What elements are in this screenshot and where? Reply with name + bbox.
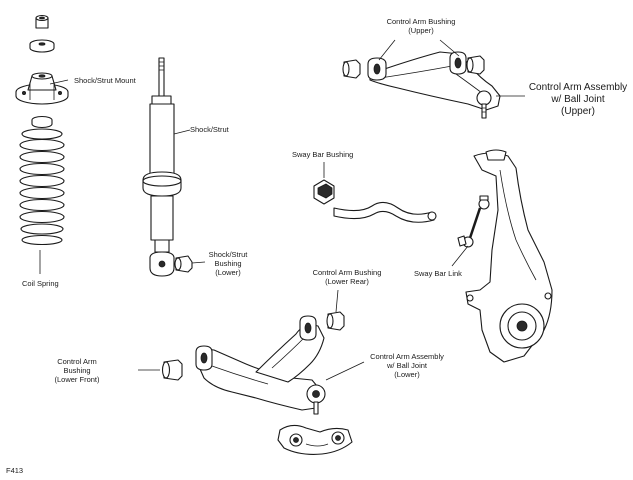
label-control-arm-bushing-upper: Control Arm Bushing (Upper) bbox=[378, 17, 464, 35]
shock-strut-bushing-lower bbox=[174, 255, 193, 273]
sway-bar-link bbox=[457, 195, 490, 248]
label-shock-strut-mount: Shock/Strut Mount bbox=[74, 76, 136, 85]
label-line: Control Arm Bushing bbox=[386, 17, 456, 26]
shock-strut bbox=[142, 57, 182, 277]
label-line: (Lower Rear) bbox=[325, 277, 369, 286]
label-coil-spring: Coil Spring bbox=[22, 279, 59, 288]
sway-bar-bushing bbox=[313, 179, 335, 205]
sway-bar bbox=[333, 201, 437, 223]
label-control-arm-assembly-lower: Control Arm Assembly w/ Ball Joint (Lowe… bbox=[364, 352, 450, 379]
label-line: Bushing bbox=[214, 259, 242, 268]
shock-strut-mount bbox=[15, 72, 69, 105]
label-line: Bushing bbox=[63, 366, 91, 375]
control-arm-lower bbox=[195, 315, 326, 415]
label-shock-strut: Shock/Strut bbox=[190, 125, 229, 134]
figure-code: F413 bbox=[6, 466, 24, 475]
label-line: Control Arm Assembly bbox=[370, 352, 444, 361]
label-line: (Lower) bbox=[394, 370, 420, 379]
label-line: w/ Ball Joint bbox=[386, 361, 428, 370]
label-line: Control Arm Bushing bbox=[312, 268, 382, 277]
leader-lines bbox=[39, 39, 525, 381]
label-control-arm-bushing-lower-rear: Control Arm Bushing (Lower Rear) bbox=[304, 268, 390, 286]
strut-top-nut bbox=[35, 14, 49, 29]
label-shock-strut-bushing-lower: Shock/Strut Bushing (Lower) bbox=[204, 250, 252, 277]
label-sway-bar-link: Sway Bar Link bbox=[414, 269, 462, 278]
label-line: (Lower) bbox=[215, 268, 241, 277]
ball-joint-bracket bbox=[277, 424, 353, 455]
spring-seat bbox=[31, 115, 53, 129]
control-arm-bushing-upper bbox=[342, 55, 485, 79]
strut-top-washer bbox=[29, 39, 55, 53]
control-arm-bushing-lower-rear bbox=[326, 311, 345, 331]
label-line: Shock/Strut bbox=[208, 250, 248, 259]
label-line: Control Arm Assembly bbox=[528, 82, 628, 93]
label-line: (Upper) bbox=[408, 26, 434, 35]
label-line: (Upper) bbox=[561, 106, 595, 117]
label-line: w/ Ball Joint bbox=[551, 94, 605, 105]
label-control-arm-bushing-lower-front: Control Arm Bushing (Lower Front) bbox=[46, 357, 108, 384]
label-line: Control Arm bbox=[57, 357, 97, 366]
steering-knuckle bbox=[465, 149, 553, 363]
label-control-arm-assembly-upper: Control Arm Assembly w/ Ball Joint (Uppe… bbox=[526, 82, 630, 118]
coil-spring bbox=[19, 128, 65, 246]
control-arm-bushing-lower-front bbox=[161, 359, 183, 381]
label-sway-bar-bushing: Sway Bar Bushing bbox=[292, 150, 354, 159]
label-line: (Lower Front) bbox=[54, 375, 100, 384]
